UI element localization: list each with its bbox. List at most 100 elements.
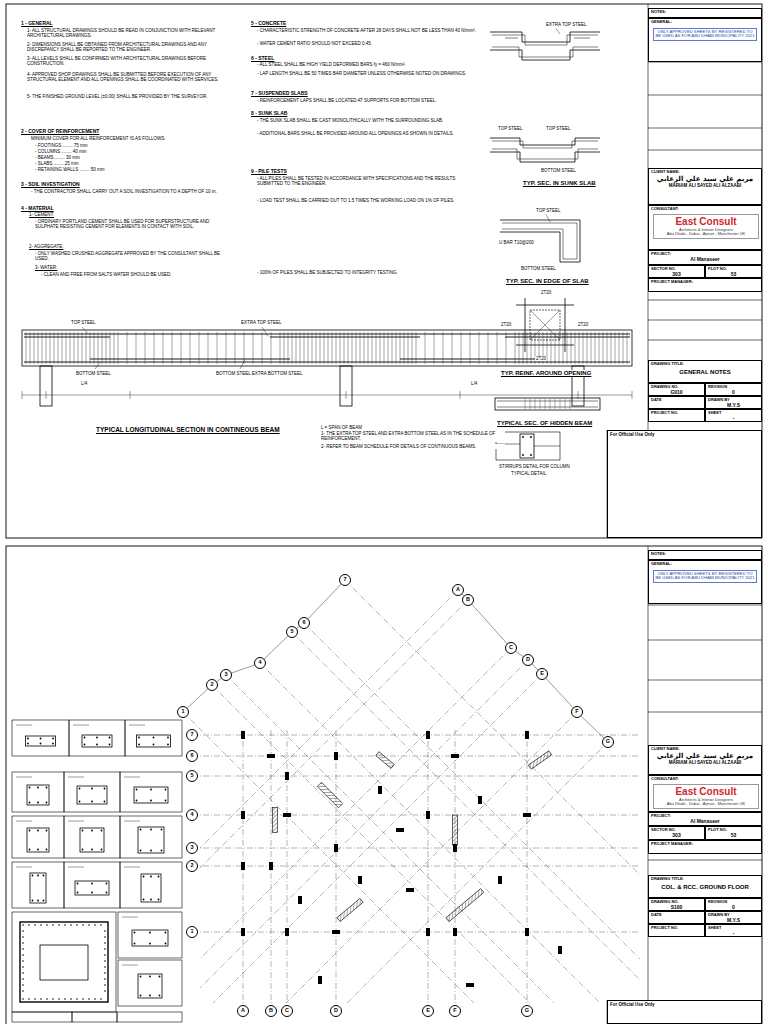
rebar-dot	[22, 954, 24, 956]
stirrup	[62, 332, 63, 364]
rebar-dot	[91, 788, 93, 790]
note-text: - RETAINING WALLS ........ 50 mm	[34, 167, 106, 172]
grid-label: 6	[190, 753, 193, 759]
rebar-dot	[52, 743, 54, 745]
client-cell: CLIENT NAME:مريم علي سيد علي الزعابيMARI…	[648, 168, 762, 205]
rebar-dot	[37, 802, 39, 804]
detail-cell	[64, 816, 120, 858]
column-mark	[334, 752, 338, 760]
rebar-dot	[140, 850, 142, 852]
column-section	[75, 881, 109, 895]
cell-heading: GENERAL:	[651, 562, 759, 567]
dimension-tick	[46, 391, 47, 399]
rebar-dot	[82, 924, 84, 926]
grid-label: G	[606, 739, 610, 745]
stirrup	[217, 332, 218, 364]
detail-cell	[120, 772, 182, 812]
bottom-bar	[497, 407, 598, 408]
note-text: 2- DIMENSIONS SHALL BE OBTAINED FROM ARC…	[26, 42, 221, 53]
grid-line	[192, 735, 640, 736]
slab-edge	[534, 446, 560, 447]
grid-chain	[183, 580, 345, 712]
column-mark	[285, 772, 289, 780]
detail-caption: STIRRUPS DETAIL FOR COLUMN	[498, 464, 571, 469]
note-text: - THE CONTRACTOR SHALL CARRY OUT A SOIL …	[30, 189, 220, 194]
stirrup	[461, 332, 462, 364]
grid-label: 4	[258, 660, 261, 666]
column-mark	[285, 928, 289, 936]
dimension-line	[22, 395, 632, 396]
title-block-cell: PROJECT NO.	[648, 409, 705, 422]
title-block-cell: SECTOR NO.303	[648, 265, 705, 278]
cell-heading: DRAWING TITLE:	[651, 877, 759, 882]
shear-wall	[376, 752, 395, 769]
rebar-dot	[22, 978, 24, 980]
cell-value: 53	[708, 272, 759, 278]
note-text: - LOAD TEST SHALL BE CARRIED OUT TO 1.5 …	[256, 198, 481, 203]
title-block-cell: SECTOR NO.303	[648, 826, 705, 840]
cell-heading: CONSULTANT:	[651, 777, 759, 782]
stirrup	[408, 332, 409, 364]
rebar-dot	[27, 743, 29, 745]
detail-cell	[12, 816, 64, 858]
note-text: - ONLY WASHED CRUSHED AGGREGATE APPROVED…	[34, 251, 224, 262]
detail-caption-line	[68, 867, 84, 868]
stirrup	[106, 332, 107, 364]
grid-label: 2	[210, 682, 213, 688]
grid-label: E	[426, 1008, 430, 1014]
column-mark	[241, 731, 245, 739]
note-heading: 2 - COVER OF REINFORCEMENT	[20, 128, 100, 134]
consultant-logo: East ConsultArchitects & Interior Design…	[653, 784, 759, 809]
stirrup	[50, 332, 51, 364]
column-section	[26, 736, 56, 746]
rebar-dot	[150, 829, 152, 831]
detail-title: TYP. SEC. IN EDGE OF SLAB	[505, 278, 590, 285]
grid-bubble: 3	[220, 669, 232, 681]
grid-label: 7	[343, 577, 346, 583]
stirrup	[332, 332, 333, 364]
title-block-cell: SHEET-	[705, 924, 762, 937]
stirrup	[535, 399, 536, 409]
rebar-dot	[40, 738, 42, 740]
rebar-dot	[34, 998, 36, 1000]
rebar-label: EXTRA TOP STEEL	[240, 320, 283, 325]
stirrup	[412, 332, 413, 364]
stirrup	[145, 332, 146, 364]
stirrup	[110, 332, 111, 364]
stirrup	[452, 332, 453, 364]
title-block-cell: SHEET-	[705, 409, 762, 422]
grid-bubble: E	[422, 1005, 434, 1017]
rebar-dot	[70, 924, 72, 926]
stirrup	[619, 332, 620, 364]
stirrup	[58, 332, 59, 364]
note-subheading: 3- WATER:	[34, 265, 58, 270]
column-section	[134, 787, 168, 803]
column-mark	[451, 754, 459, 758]
column-section	[137, 735, 171, 747]
cell-value: 303	[651, 833, 702, 839]
grid-line	[292, 632, 640, 980]
grid-line	[183, 712, 474, 1003]
rebar-dot	[134, 932, 136, 934]
rebar-dot	[79, 801, 81, 803]
stirrup	[82, 332, 83, 364]
shear-wall	[528, 751, 551, 769]
column-mark	[426, 731, 430, 739]
rebar-label: BOTTOM STEEL EXTRA BOTTOM STEEL	[215, 371, 303, 376]
note-heading: 8 - SUNK SLAB	[250, 110, 288, 116]
title-block-line	[648, 300, 762, 301]
title-block-cell: DATE	[648, 396, 705, 409]
column-section	[138, 827, 164, 853]
rebar-dot	[28, 924, 30, 926]
grid-bubble: 2	[186, 860, 198, 872]
cell-heading: CONSULTANT:	[651, 207, 759, 212]
rebar-dot	[88, 998, 90, 1000]
grid-line	[226, 675, 554, 1003]
rebar-label: TOP STEEL	[70, 320, 97, 325]
leader-line	[95, 363, 100, 370]
stirrup	[136, 332, 137, 364]
rebar-dot	[46, 849, 48, 851]
grid-line	[192, 815, 640, 816]
rebar-dot	[104, 801, 106, 803]
leader-line	[82, 327, 88, 334]
